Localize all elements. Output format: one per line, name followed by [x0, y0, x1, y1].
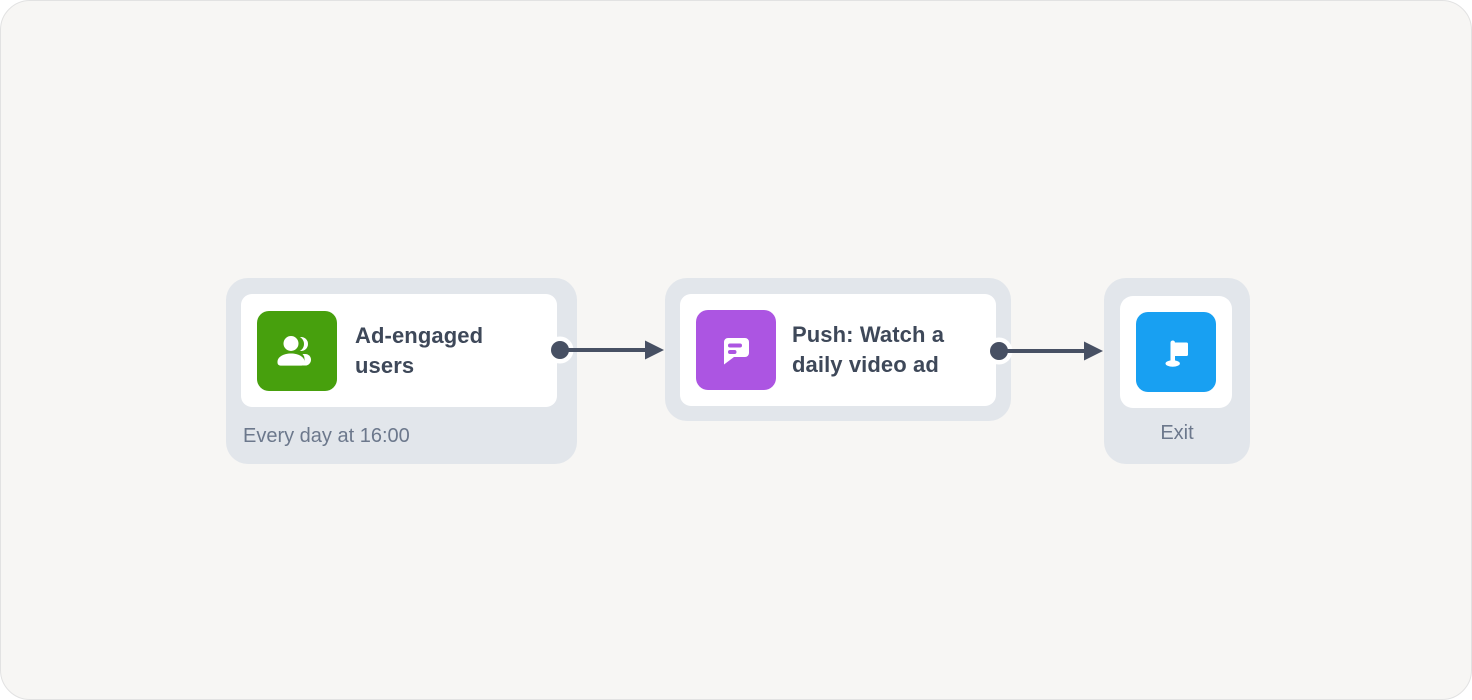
node-trigger-card: Ad-engaged users: [241, 294, 557, 407]
flag-icon: [1136, 312, 1216, 392]
arrowhead-icon: [645, 340, 664, 360]
node-trigger-title: Ad-engaged users: [355, 322, 484, 378]
users-icon: [257, 310, 337, 391]
node-trigger-schedule: Every day at 16:00: [243, 425, 410, 447]
node-push-message[interactable]: Push: Watch a daily video ad: [665, 278, 1011, 421]
node-exit[interactable]: Exit: [1104, 278, 1250, 464]
node-trigger-ad-engaged-users[interactable]: Ad-engaged users Every day at 16:00: [226, 278, 577, 464]
node-push-card: Push: Watch a daily video ad: [680, 294, 996, 406]
node-push-title: Push: Watch a daily video ad: [792, 322, 945, 377]
arrowhead-icon: [1084, 341, 1103, 361]
chat-message-icon: [696, 310, 776, 390]
node-exit-label: Exit: [1160, 422, 1194, 444]
node-exit-card: [1120, 296, 1232, 408]
